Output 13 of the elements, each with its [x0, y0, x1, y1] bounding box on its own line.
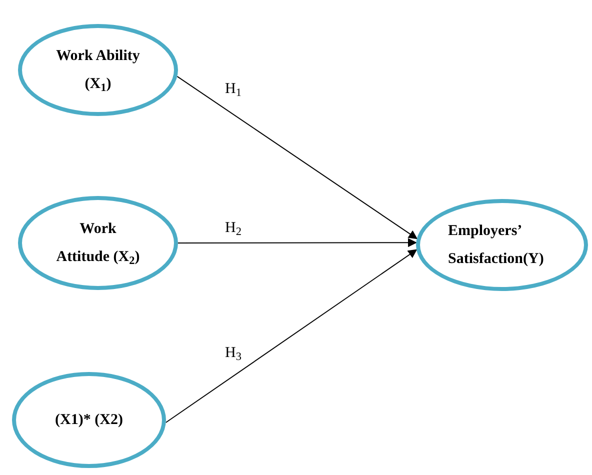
construct-label: Attitude (X$_{2}$) [56, 248, 140, 269]
edge-label: H$_{3}$ [224, 346, 242, 361]
construct-label: Work [80, 220, 116, 239]
construct-label: Employers’ [448, 222, 522, 241]
construct-label: (X$_{1}$) [84, 75, 112, 96]
arrow [176, 76, 418, 240]
arrow [165, 249, 418, 423]
arrow [178, 238, 418, 248]
construct-label: Work Ability [56, 47, 140, 66]
construct-label: (X1)* (X2) [55, 411, 123, 430]
edge-label: H$_{2}$ [224, 221, 242, 236]
construct-label: Satisfaction(Y) [448, 250, 544, 269]
edge-label: H$_{1}$ [224, 82, 242, 97]
